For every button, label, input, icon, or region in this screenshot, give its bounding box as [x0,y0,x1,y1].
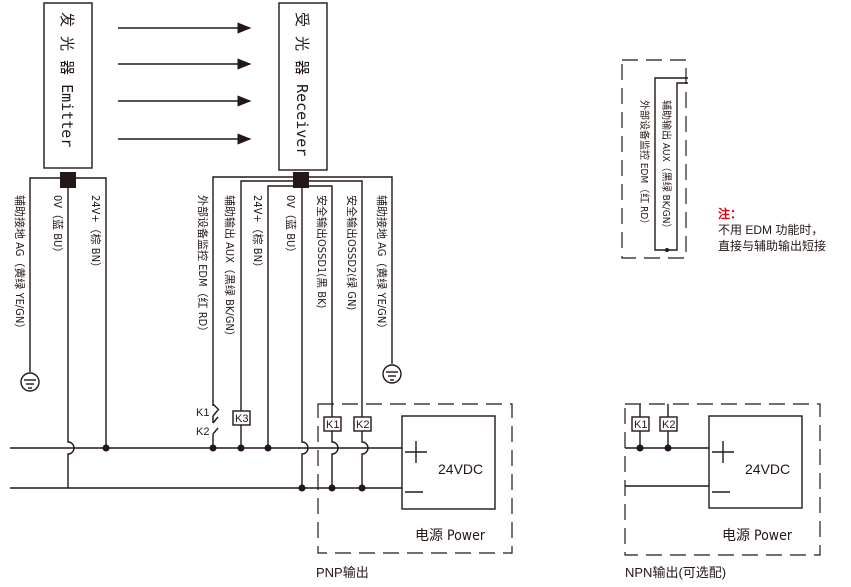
polarity-icon [405,441,427,493]
ground-icon [20,372,40,392]
emitter: 发 光 器 Emitter [43,2,93,188]
emitter-wire-0v-label: 0V（蓝 BU） [51,195,64,258]
power-supply-npn [708,415,803,509]
edm-contacts: K1 K2 [196,403,220,448]
power-bus [10,444,402,492]
receiver-connector [293,172,309,188]
relay-k2 [353,416,372,432]
relay-k2-npn [659,416,678,432]
receiver-wire-aux-label: 辅助输出 AUX（黑绿 BK/GN） [223,195,237,342]
light-beam-arrows [118,22,252,145]
receiver-label: 受 光 器 Receiver [293,12,311,156]
receiver-wire-ag-label: 辅助接地 AG（黄绿 YE/GN） [375,195,389,334]
edm-note: 外部设备监控 EDM（红 RD） 辅助输出 AUX（黑绿 BK/GN） 注： 不… [621,59,826,259]
emitter-connector [60,172,76,188]
note-aux-label: 辅助输出 AUX（黑绿 BK/GN） [660,100,673,233]
relay-k2-label: K2 [356,419,369,431]
pnp-output: K1 K2 24VDC 电源 Power PNP输出 [316,403,513,580]
emitter-label: 发 光 器 Emitter [58,12,76,147]
emitter-wire-24v-label: 24V+（棕 BN） [89,195,103,273]
note-line2: 直接与辅助输出短接 [718,238,826,253]
npn-relay-k2-label: K2 [662,419,675,431]
relay-k1 [323,416,342,432]
note-edm-label: 外部设备监控 EDM（红 RD） [638,100,651,229]
receiver-wire-24v-label: 24V+（棕 BN） [251,195,265,273]
polarity-icon [712,441,734,493]
pnp-power-label: 电源 Power [415,528,486,544]
contact-k2-label: K2 [196,426,209,438]
relay-k1-label: K1 [326,419,339,431]
emitter-wires: 辅助接地 AG（黄绿 YE/GN） 0V（蓝 BU） 24V+（棕 BN） [13,177,107,488]
emitter-wire-ag-label: 辅助接地 AG（黄绿 YE/GN） [13,195,27,334]
pnp-voltage: 24VDC [438,461,483,477]
receiver-wire-0v-label: 0V（蓝 BU） [284,195,297,258]
npn-relay-k1-label: K1 [634,419,647,431]
relay-k1-npn [631,416,650,432]
receiver-wire-ossd2-label: 安全输出OSSD2(绿 GN) [345,195,359,310]
relay-k3-label: K3 [235,413,248,425]
note-line1: 不用 EDM 功能时， [718,223,823,237]
npn-voltage: 24VDC [745,461,790,477]
npn-power-label: 电源 Power [722,528,793,544]
receiver-wires: 外部设备监控 EDM（红 RD） 辅助输出 AUX（黑绿 BK/GN） 24V+… [196,176,402,488]
note-title: 注： [718,206,742,221]
relay-k3 [232,410,251,426]
pnp-caption: PNP输出 [316,565,369,580]
npn-output: K1 K2 24VDC 电源 Power NPN输出(可选配) [624,403,821,580]
receiver-wire-edm-label: 外部设备监控 EDM（红 RD） [196,195,210,337]
npn-caption: NPN输出(可选配) [625,565,726,580]
ground-icon [382,364,402,384]
receiver-wire-ossd1-label: 安全输出OSSD1(黑 BK) [315,195,329,309]
contact-k1-label: K1 [196,407,209,419]
receiver: 受 光 器 Receiver [278,2,328,188]
power-supply-pnp [401,415,496,510]
